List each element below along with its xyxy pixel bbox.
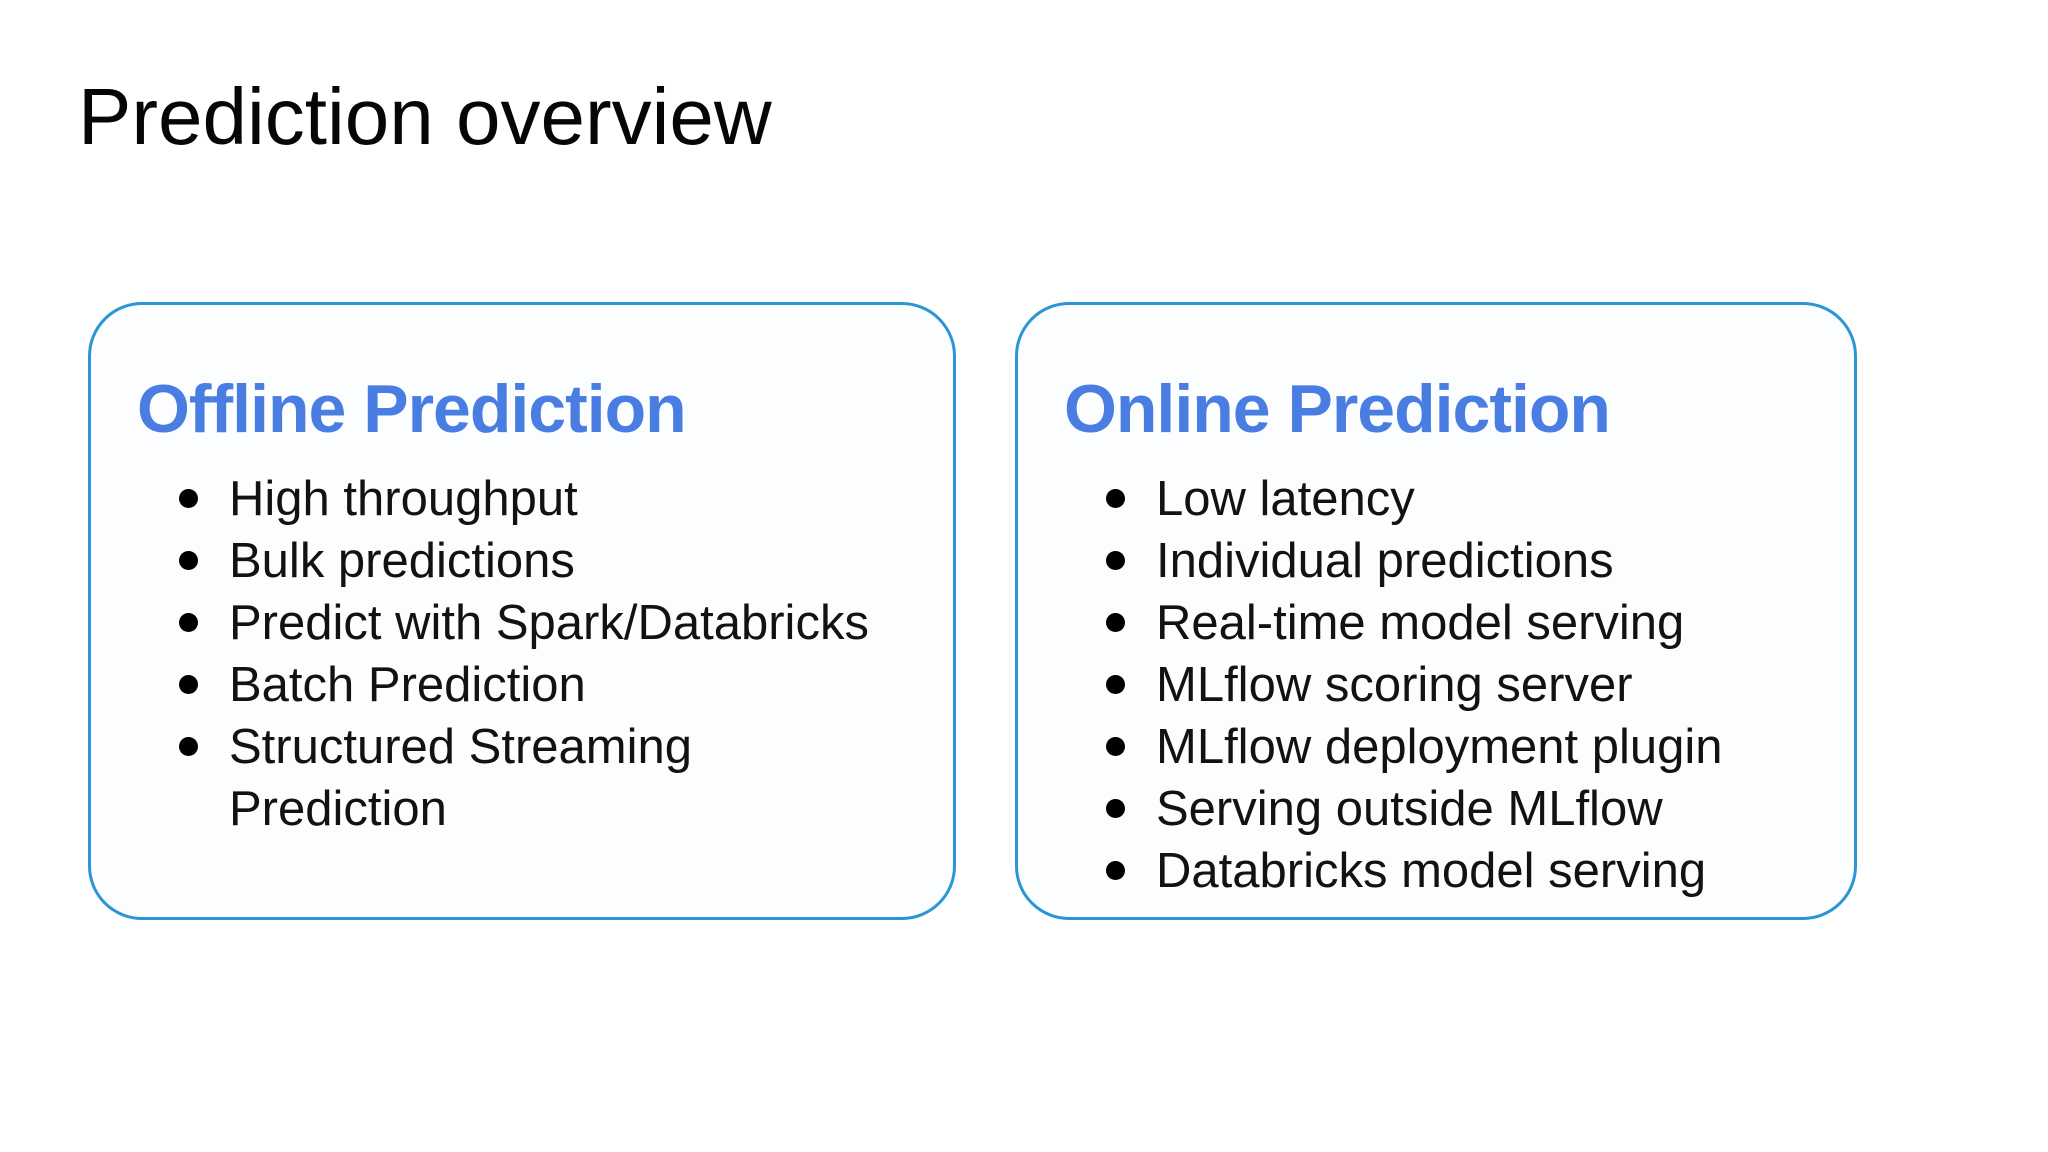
list-item: High throughput	[179, 468, 889, 530]
page-title: Prediction overview	[78, 72, 772, 161]
list-item: Databricks model serving	[1106, 840, 1824, 902]
list-item: Individual predictions	[1106, 530, 1824, 592]
list-item: Batch Prediction	[179, 654, 889, 716]
list-item: Bulk predictions	[179, 530, 889, 592]
list-item: Structured Streaming Prediction	[179, 716, 889, 840]
online-prediction-heading: Online Prediction	[1064, 371, 1611, 447]
list-item: MLflow deployment plugin	[1106, 716, 1824, 778]
list-item: Low latency	[1106, 468, 1824, 530]
list-item: MLflow scoring server	[1106, 654, 1824, 716]
offline-prediction-heading: Offline Prediction	[137, 371, 687, 447]
list-item: Real-time model serving	[1106, 592, 1824, 654]
list-item: Serving outside MLflow	[1106, 778, 1824, 840]
list-item: Predict with Spark/Databricks	[179, 592, 889, 654]
